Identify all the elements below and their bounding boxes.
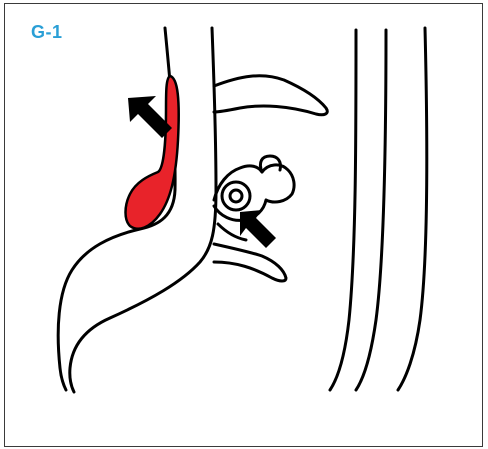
right-frame-line-2 bbox=[356, 30, 386, 390]
right-frame-line-1 bbox=[330, 30, 356, 390]
mechanism-ring-outer bbox=[222, 182, 250, 210]
lower-clip bbox=[214, 244, 286, 281]
arrow-up-left-icon bbox=[240, 210, 276, 248]
upper-clip bbox=[214, 76, 327, 115]
right-frame-line-3 bbox=[398, 28, 427, 390]
mechanism-ring-inner bbox=[230, 190, 242, 202]
